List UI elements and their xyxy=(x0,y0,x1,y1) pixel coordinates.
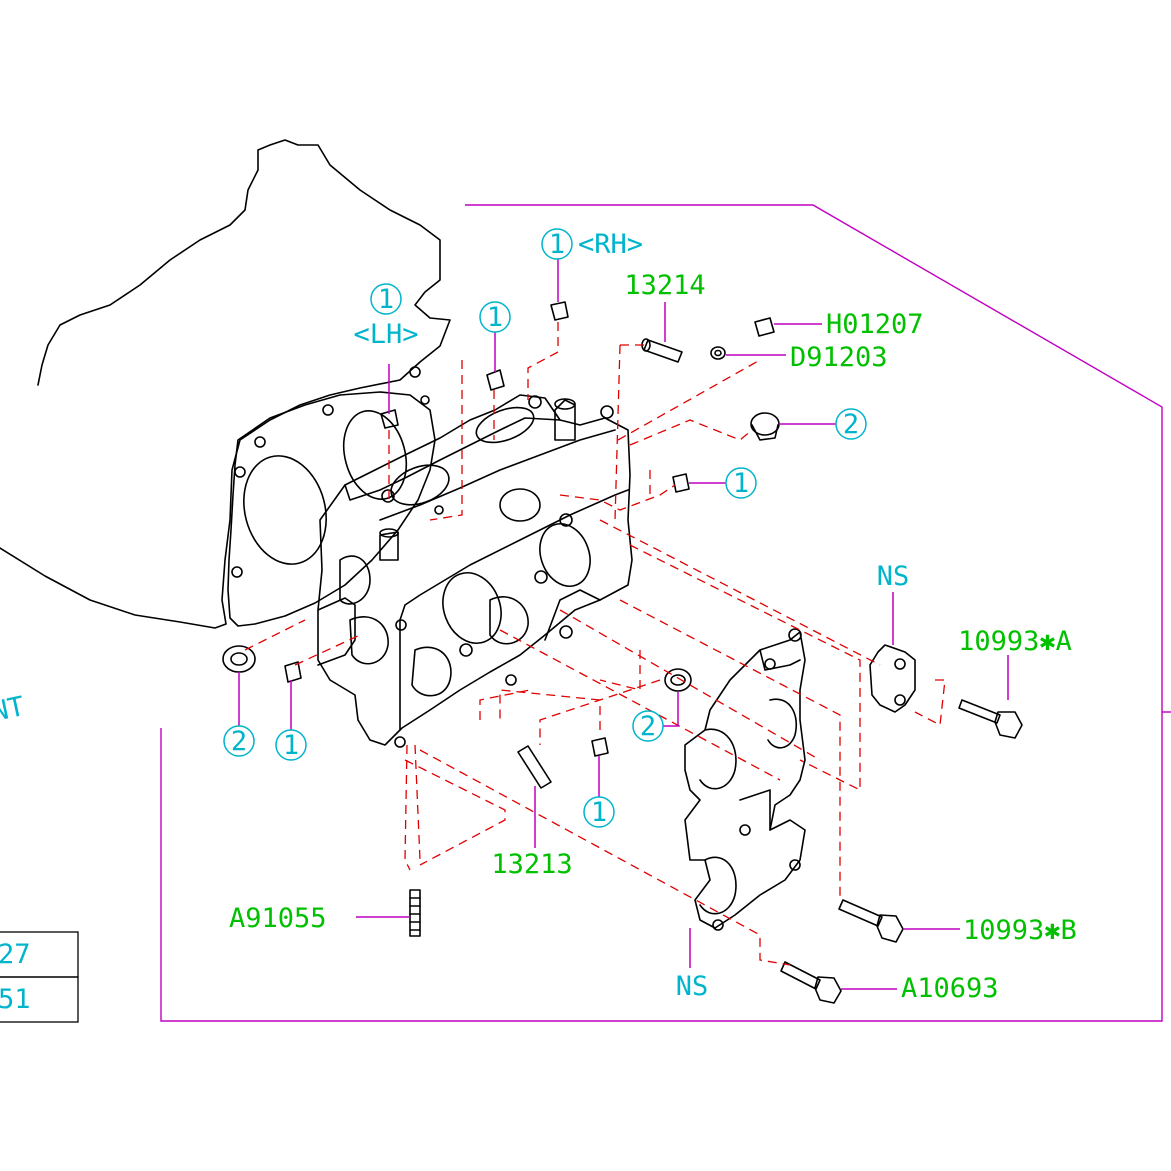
small-parts xyxy=(222,301,1023,1004)
callout-ref: 1 xyxy=(378,284,394,315)
callout-ns-bottom: NS xyxy=(676,971,709,1002)
callout-ref: 2 xyxy=(231,726,247,757)
table-row-1: 27 xyxy=(0,939,31,970)
cam-cap-ns xyxy=(869,644,916,713)
part-number-13214: 13214 xyxy=(624,270,705,301)
reference-balloons: 1 <LH> 1 1 <RH> 2 1 2 1 2 1 NS NS xyxy=(223,228,910,1002)
part-number-a10693: A10693 xyxy=(901,973,999,1004)
callout-ns-top: NS xyxy=(877,561,910,592)
part-number-10993-a: 10993✱A xyxy=(958,626,1072,657)
engine-block-outline xyxy=(0,139,451,629)
callout-ref: 1 xyxy=(733,468,749,499)
part-number-a91055: A91055 xyxy=(229,903,327,934)
part-number-10993-b: 10993✱B xyxy=(963,915,1077,946)
cylinder-head xyxy=(317,394,633,748)
part-number-h01207: H01207 xyxy=(826,309,924,340)
assembly-lines xyxy=(244,322,946,966)
callout-ref: 2 xyxy=(640,711,656,742)
assembly-frame xyxy=(160,204,1171,1022)
table-cell-2 xyxy=(0,976,79,1023)
table-row-2: 51 xyxy=(0,984,31,1015)
left-edge-fragment: NT 27 51 xyxy=(0,691,79,1023)
part-number-labels: 13214 H01207 D91203 10993✱A 10993✱B A106… xyxy=(229,270,1077,1004)
part-number-d91203: D91203 xyxy=(790,342,888,373)
camshaft-bracket xyxy=(684,628,806,931)
callout-lh-label: <LH> xyxy=(353,319,418,350)
callout-balloon-right-small xyxy=(725,467,757,499)
callout-ref: 1 xyxy=(591,797,607,828)
callout-balloon-rh xyxy=(541,228,573,260)
callout-ref: 1 xyxy=(549,229,565,260)
part-number-13213: 13213 xyxy=(491,849,572,880)
head-gasket xyxy=(227,366,436,627)
partial-label: NT xyxy=(0,691,27,728)
callout-balloon-lh xyxy=(370,283,402,315)
callout-balloon-right-plug xyxy=(835,408,867,440)
callout-ref: 1 xyxy=(487,302,503,333)
callout-balloon-bottom-plug xyxy=(632,710,664,742)
callout-balloon-top-mid xyxy=(479,301,511,333)
callout-balloon-left-plug xyxy=(223,725,255,757)
callout-rh-label: <RH> xyxy=(578,229,643,260)
callout-ref: 2 xyxy=(843,409,859,440)
callout-balloon-bottom-small xyxy=(583,796,615,828)
callout-ref: 1 xyxy=(283,730,299,761)
leader-lines xyxy=(238,259,1009,990)
callout-balloon-left-small xyxy=(275,729,307,761)
